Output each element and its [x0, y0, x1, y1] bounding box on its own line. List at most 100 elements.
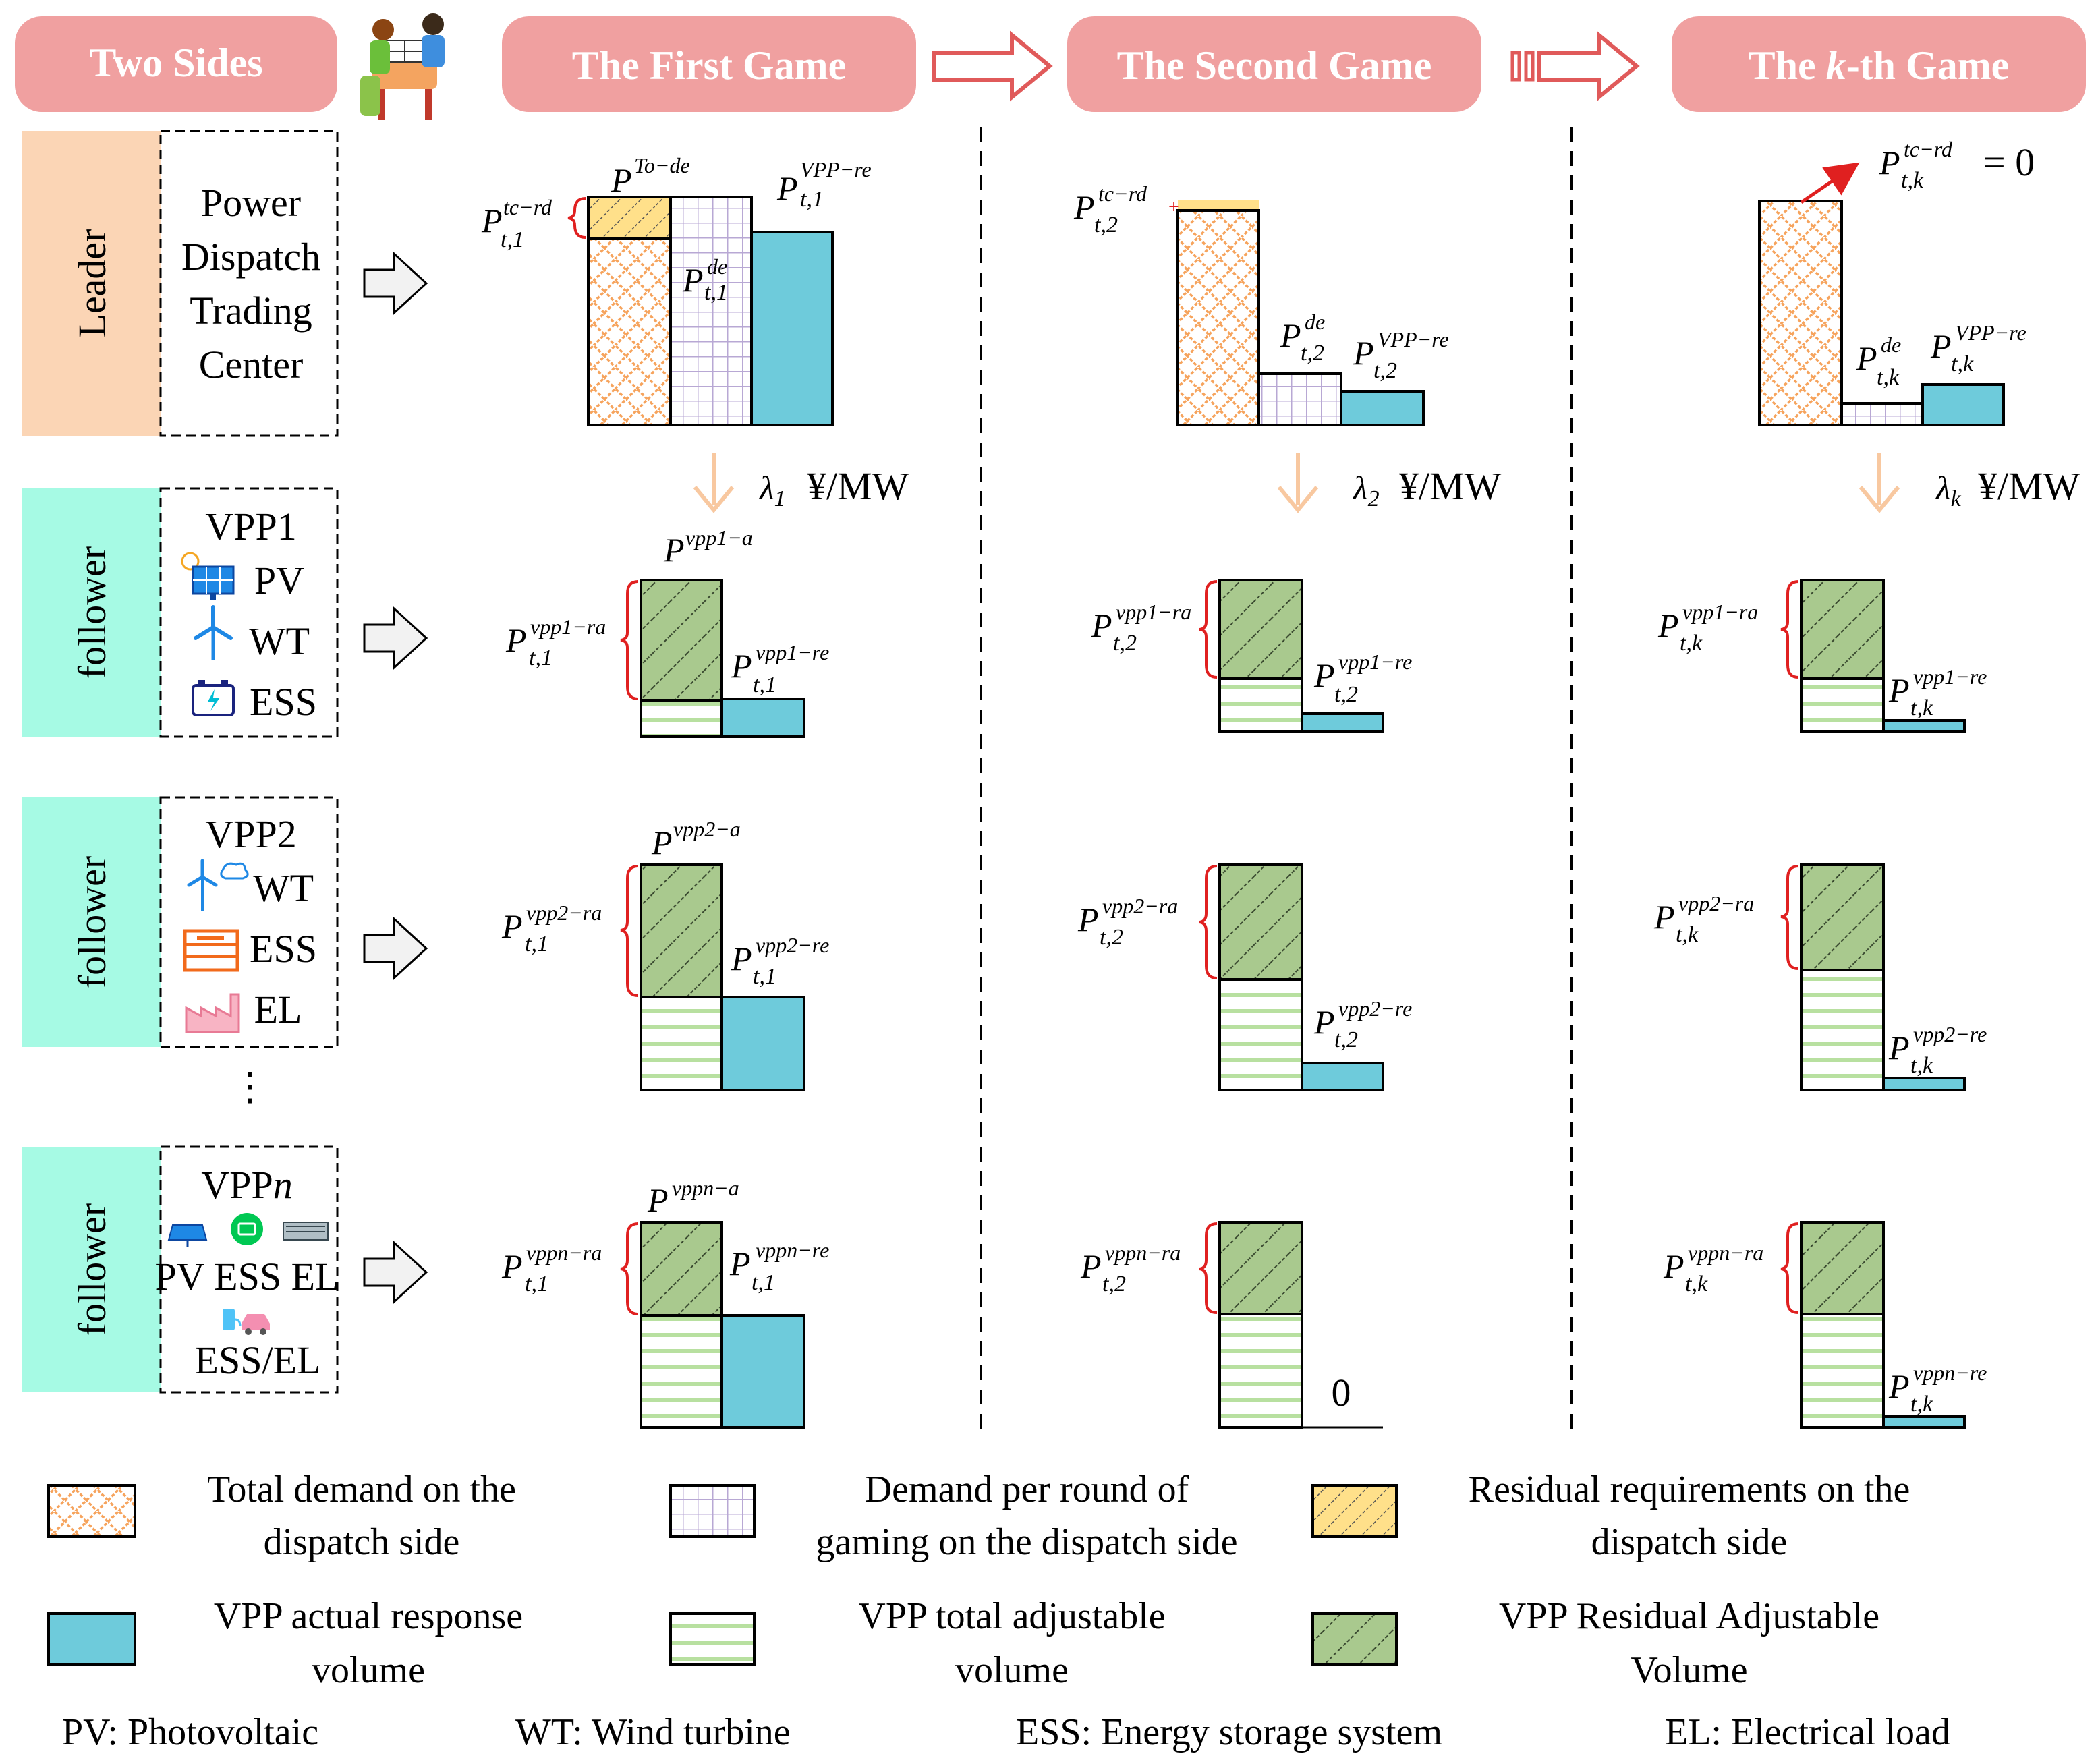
label-p-vppn-re-gamek: P vppn−re t,k [1888, 1361, 1987, 1417]
svg-text:vpp1−re: vpp1−re [756, 640, 829, 664]
svg-text:P: P [1313, 1003, 1335, 1041]
svg-text:vpp1−re: vpp1−re [1338, 650, 1412, 674]
legend-total-adjustable: VPP total adjustable volume [669, 1595, 1166, 1691]
label-p-vpp1-re-gamek: P vpp1−re t,k [1888, 664, 1987, 720]
label-p-vppn-re-game1: P vppn−re t,1 [729, 1238, 829, 1295]
label-p-tc-rd-gamek: P tc−rd t,k = 0 [1879, 137, 2035, 193]
svg-text:dispatch side: dispatch side [1591, 1521, 1788, 1563]
header-two-sides: Two Sides [15, 16, 337, 112]
game2-vppn-response-zero: 0 [1332, 1371, 1351, 1415]
gamek-vpp1-total-adjustable-bar [1800, 677, 1885, 733]
game1-vppn-brace [620, 1222, 639, 1315]
gamek-vpp2-response-bar [1882, 1077, 1966, 1091]
svg-text:t,k: t,k [1676, 922, 1699, 947]
game1-vppn-total-adjustable-bar [640, 1314, 723, 1429]
game2-vpp1-chart [1199, 579, 1384, 733]
wind-turbine-icon [187, 859, 249, 911]
vpp2-title: VPP2 [205, 812, 296, 856]
header-kth-game-label: The k-th Game [1749, 43, 2010, 88]
game2-total-demand-bar [1176, 209, 1260, 426]
svg-text:P: P [731, 647, 752, 685]
gamek-vppn-response-bar [1882, 1415, 1966, 1429]
game2-vpp1-total-adjustable-bar [1218, 677, 1303, 733]
game1-vpp1-residual-adjustable-bar [640, 579, 723, 702]
header-second-game: The Second Game [1067, 16, 1481, 112]
svg-text:= 0: = 0 [1983, 140, 2035, 184]
svg-text:t,1: t,1 [525, 932, 548, 957]
svg-text:P: P [729, 1245, 751, 1282]
gamek-total-demand-bar [1758, 200, 1843, 426]
gamek-leader-chart [1758, 162, 2005, 426]
svg-text:+: + [1168, 197, 1179, 218]
gamek-vppn-chart [1780, 1221, 1966, 1429]
svg-text:t,1: t,1 [704, 280, 728, 305]
game2-vppn-brace [1199, 1222, 1218, 1314]
vppn-flow-arrow [363, 1240, 428, 1305]
game-transition-arrow [932, 30, 1053, 102]
gamek-demand-per-round-bar [1840, 402, 1924, 426]
leader-role-label: Leader [70, 229, 114, 338]
svg-text:P: P [682, 261, 704, 299]
label-p-vppn-ra-game2: P vppn−ra t,2 [1080, 1241, 1181, 1297]
game1-vpp1-total-adjustable-bar [640, 699, 723, 738]
game1-price-signal: λ1 ¥/MW [693, 453, 909, 513]
game1-vppn-chart [620, 1221, 805, 1429]
leader-entity-line-4: Center [199, 343, 304, 387]
vpp2-item-2-label: ESS [250, 927, 317, 971]
vpp1-flow-arrow [363, 606, 428, 671]
game2-vpp2-response-bar [1301, 1062, 1384, 1091]
ev-charger-icon [223, 1309, 270, 1335]
game2-vpp1-response-bar [1301, 712, 1384, 733]
svg-text:vpp1−ra: vpp1−ra [1116, 600, 1191, 624]
gamek-vpp2-chart [1780, 863, 1966, 1091]
lambda-1-symbol: λ1 [758, 469, 786, 511]
label-p-tc-rd-game1: P tc−rd t,1 [481, 195, 552, 252]
label-p-vpp-re-game1: P VPP−re t,1 [776, 157, 872, 212]
svg-text:VPP−re: VPP−re [1955, 320, 2026, 345]
header-first-game-label: The First Game [572, 43, 847, 88]
gamek-price-signal: λk ¥/MW [1859, 453, 2080, 513]
legend-demand-per-round: Demand per round of gaming on the dispat… [669, 1469, 1238, 1563]
svg-text:t,k: t,k [1901, 168, 1924, 193]
svg-text:P: P [1888, 1367, 1910, 1405]
svg-text:P: P [1073, 188, 1095, 226]
battery-icon [192, 680, 235, 716]
label-p-vpp1-re-game1: P vpp1−re t,1 [731, 640, 829, 698]
svg-text:vppn−ra: vppn−ra [1688, 1241, 1763, 1265]
svg-text:VPP total adjustable: VPP total adjustable [858, 1595, 1165, 1637]
wind-turbine-icon [194, 605, 233, 660]
svg-text:vpp1−a: vpp1−a [685, 525, 753, 550]
abbr-wt: WT: Wind turbine [515, 1711, 791, 1753]
game2-vpp2-chart [1199, 863, 1384, 1091]
abbr-el: EL: Electrical load [1665, 1711, 1950, 1753]
game1-leader-chart [567, 196, 834, 426]
gamek-vpp1-brace [1780, 580, 1799, 679]
svg-text:de: de [707, 254, 727, 279]
header-first-game: The First Game [502, 16, 916, 112]
header-kth-game: The k-th Game [1672, 16, 2086, 112]
game2-price-signal: λ2 ¥/MW [1277, 453, 1502, 513]
svg-text:P: P [1663, 1247, 1684, 1285]
gamek-vppn-brace [1780, 1222, 1799, 1314]
solar-panel-icon [181, 552, 235, 600]
label-p-vpp2-ra-game2: P vpp2−ra t,2 [1077, 894, 1178, 950]
label-p-vpp-re-gamek: P VPP−re t,k [1930, 320, 2026, 376]
svg-text:vppn−re: vppn−re [1913, 1361, 1987, 1385]
label-p-vpp-re-game2: P VPP−re t,2 [1353, 327, 1449, 383]
svg-text:P: P [1353, 334, 1374, 372]
abbreviations: PV: Photovoltaic WT: Wind turbine ESS: E… [62, 1711, 1950, 1753]
svg-text:t,2: t,2 [1094, 212, 1118, 237]
gamek-vpp2-residual-adjustable-bar [1800, 863, 1885, 971]
label-p-vpp1-re-game2: P vpp1−re t,2 [1313, 650, 1412, 707]
svg-text:P: P [1888, 671, 1910, 709]
label-p-de-gamek: P de t,k [1856, 333, 1901, 390]
svg-text:t,1: t,1 [525, 1272, 548, 1297]
game1-residual-requirement-bar [587, 196, 672, 240]
svg-text:vpp1−ra: vpp1−ra [530, 615, 606, 639]
label-p-vpp2-re-game1: P vpp2−re t,1 [731, 933, 829, 989]
game1-vppn-residual-adjustable-bar [640, 1221, 723, 1317]
svg-text:t,1: t,1 [529, 646, 552, 671]
game1-vpp2-chart [620, 863, 805, 1091]
game1-vpp-response-bar [750, 231, 834, 426]
game1-residual-brace [567, 197, 586, 239]
